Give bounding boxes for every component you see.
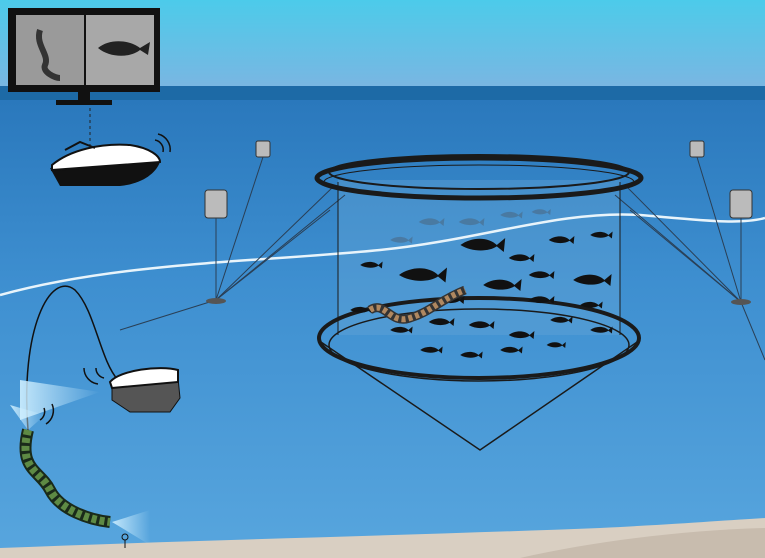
fish — [418, 218, 445, 226]
fish — [590, 231, 613, 239]
fish — [483, 279, 522, 291]
fish — [350, 306, 373, 314]
tether — [25, 285, 119, 431]
seabed-dark — [520, 528, 765, 558]
fish — [580, 301, 603, 309]
fish — [500, 346, 523, 354]
fish — [528, 271, 555, 279]
surface-line — [0, 213, 765, 297]
fish — [590, 326, 613, 334]
snake-robot-thumbnail — [35, 29, 61, 81]
fish — [390, 326, 413, 334]
fish — [500, 211, 523, 219]
net-pen-volume — [338, 180, 620, 335]
fish — [420, 346, 443, 354]
fish — [573, 274, 612, 286]
mooring-lines — [119, 156, 765, 361]
rov — [20, 367, 181, 420]
fish — [428, 318, 455, 326]
fish — [548, 236, 575, 244]
surface-vessel — [50, 133, 171, 186]
wireless-icon — [83, 367, 105, 385]
fish-school — [350, 209, 613, 359]
anchor-plate — [206, 298, 226, 304]
fish — [390, 236, 413, 244]
seabed-sensor — [121, 533, 129, 548]
monitor — [8, 8, 160, 105]
fish — [360, 261, 383, 269]
horizon-band — [0, 86, 765, 100]
fish — [460, 351, 483, 359]
fish — [508, 254, 535, 262]
fish-thumbnail — [98, 41, 150, 56]
wireless-icon — [154, 133, 171, 153]
net-pen — [314, 154, 644, 451]
fish — [528, 296, 555, 304]
wireless-icon — [39, 403, 55, 425]
snake-robot — [10, 403, 150, 545]
fish — [458, 218, 485, 226]
fish — [468, 321, 495, 329]
fish — [531, 209, 551, 215]
fish — [460, 238, 506, 252]
fish — [508, 331, 535, 339]
fish — [399, 267, 447, 283]
anchor-plate — [731, 299, 751, 305]
fish — [550, 316, 573, 324]
fish — [546, 342, 566, 348]
